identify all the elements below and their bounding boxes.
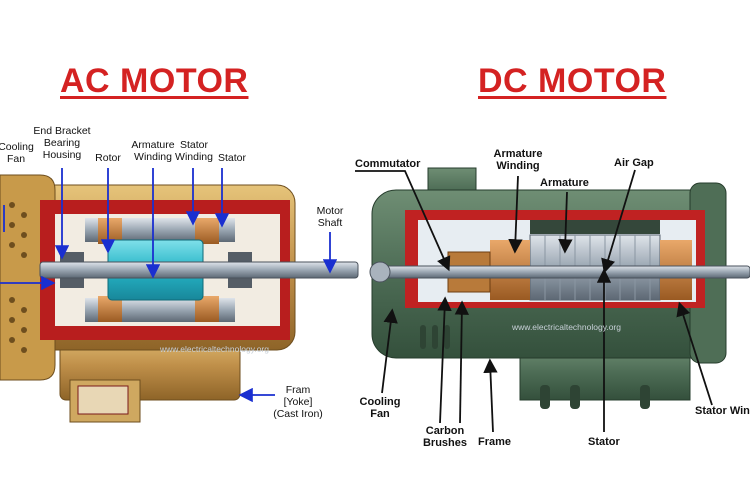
dc-commutator-label: Commutator	[355, 158, 421, 170]
dc-motor-title: DC MOTOR	[478, 62, 667, 100]
dc-stator-winding-label: Stator Wing	[695, 405, 750, 417]
ac-motor-drawing	[0, 174, 359, 423]
ac-motor-title: AC MOTOR	[60, 62, 249, 100]
ac-rotor-label: Rotor	[95, 152, 121, 164]
ac-watermark: www.electricaltechnology.org	[160, 344, 269, 354]
dc-frame-label: Frame	[478, 436, 512, 448]
ac-frame-label: Fram[Yoke](Cast Iron)	[273, 384, 323, 420]
dc-air-gap-label: Air Gap	[614, 157, 654, 169]
dc-stator-label: Stator	[588, 436, 620, 448]
dc-watermark: www.electricaltechnology.org	[512, 322, 621, 332]
dc-armature-label: Armature	[540, 177, 589, 189]
ac-stator-label: Stator	[217, 152, 246, 164]
dc-leader-lines	[355, 169, 713, 433]
ac-leader-lines	[0, 168, 338, 403]
dc-motor-drawing	[369, 167, 750, 409]
